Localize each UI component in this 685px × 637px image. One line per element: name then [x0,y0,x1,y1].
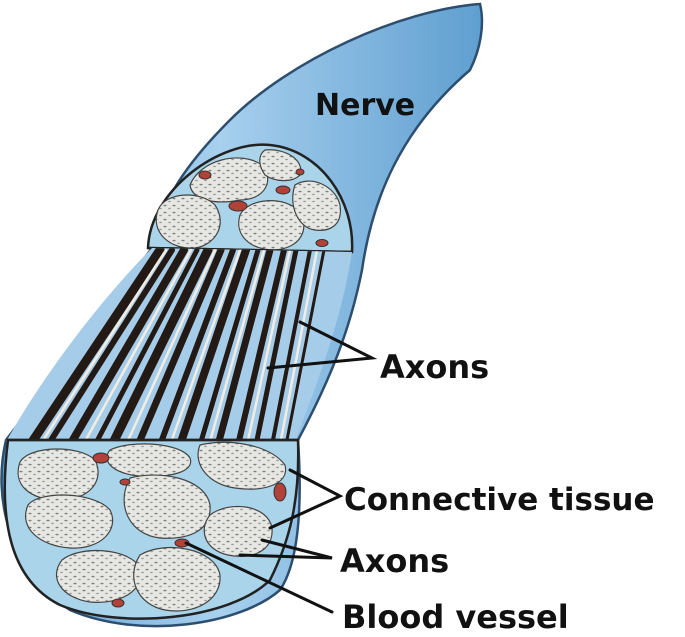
leader-blood-vessel [184,541,334,614]
blood-vessel [92,452,110,464]
fascicle [123,474,211,539]
fascicle [25,494,114,549]
axon-bundle-longitudinal [6,248,352,442]
upper-cross-section [146,143,354,254]
connective-tissue-label: Connective tissue [344,482,655,518]
fascicle [203,505,273,557]
blood-vessel [198,170,212,180]
axons-label-cross-section: Axons [340,542,449,580]
fascicle [106,443,192,477]
leader-connective-tissue [268,468,344,530]
nerve-label: Nerve [315,88,415,123]
leader-lines [184,320,378,614]
blood-vessel [275,185,291,195]
blood-vessel [315,239,329,247]
blood-vessel [111,598,125,608]
blood-vessel [119,478,131,486]
blood-vessel-label: Blood vessel [342,598,569,636]
blood-vessel [228,200,248,212]
fascicle [56,549,142,603]
blood-vessel [273,482,287,502]
fascicle [133,546,221,612]
blood-vessel [295,168,305,176]
axons-label-longitudinal: Axons [380,348,489,386]
leader-axons-upper [266,320,378,370]
leader-axons-lower [238,538,333,560]
fascicle [197,441,287,490]
fascicle [17,448,99,501]
lower-cross-section [3,438,300,620]
